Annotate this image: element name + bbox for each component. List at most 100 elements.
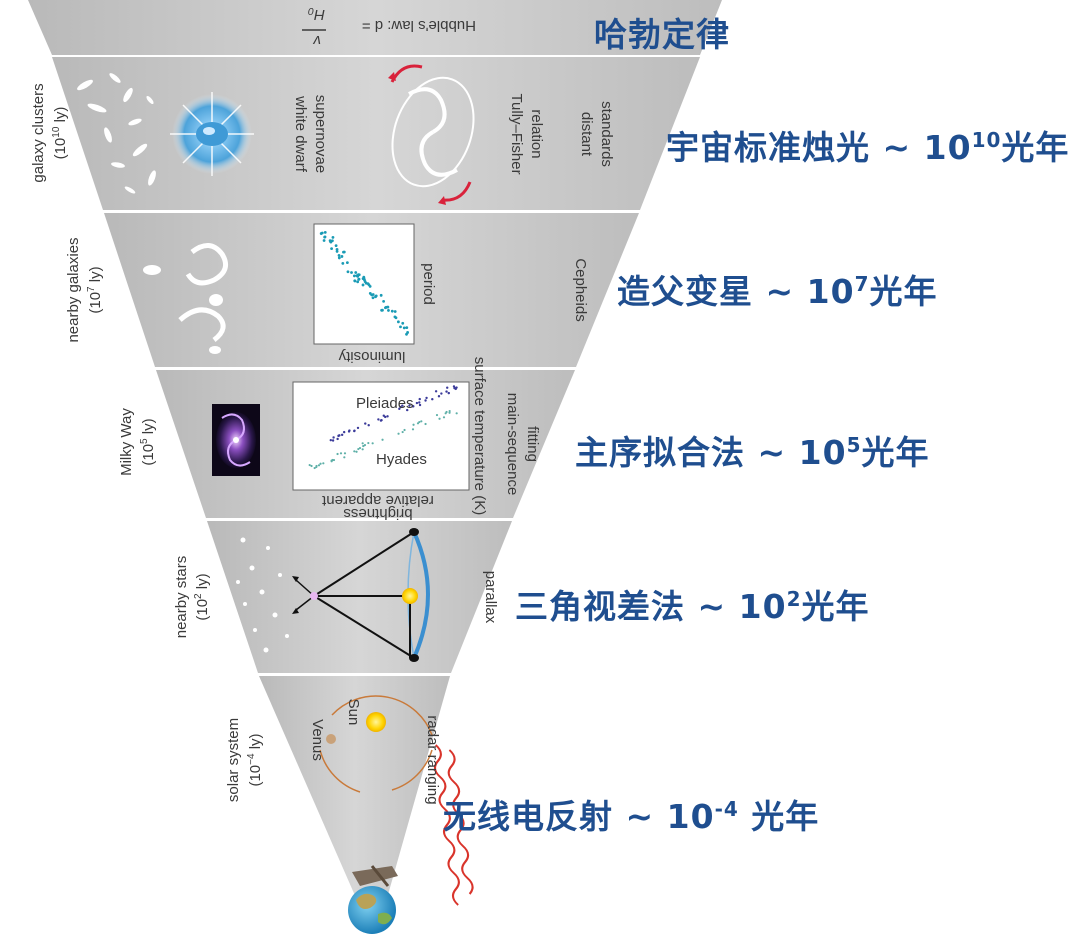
cepheid-data-points xyxy=(319,230,410,336)
cepheid-point xyxy=(401,321,405,325)
cepheid-point xyxy=(335,250,339,253)
cepheid-point xyxy=(396,320,400,324)
caption-cepheids: 造父变星 ~ 107光年 xyxy=(617,272,938,311)
scale-label-galaxy-clusters: galaxy clusters xyxy=(30,83,47,182)
category-label-cepheids: Cepheids xyxy=(572,258,589,321)
milky-way-band: Milky Way (105 ly) Pleiades Hyades relat… xyxy=(118,357,541,522)
cepheid-point xyxy=(354,271,358,274)
cepheid-point xyxy=(340,255,344,258)
hyades-point xyxy=(322,462,325,465)
ms-xlabel-2: brightness xyxy=(343,505,412,522)
method-label-supernovae-1: white dwarf xyxy=(292,95,309,173)
distance-label-nearby-stars: (102 ly) xyxy=(193,573,211,620)
pleiades-data-points xyxy=(329,385,458,442)
pleiades-point xyxy=(356,426,360,430)
cepheid-point xyxy=(405,332,408,336)
hubble-law-denominator: H₀ xyxy=(308,6,325,23)
supernova-icon xyxy=(170,92,254,176)
pleiades-point xyxy=(398,407,401,411)
hyades-point xyxy=(330,459,333,462)
pleiades-point xyxy=(408,404,411,407)
cepheid-point xyxy=(381,308,384,312)
pleiades-point xyxy=(332,436,335,439)
pleiades-point xyxy=(415,401,419,405)
earth-icon xyxy=(348,886,396,934)
cepheid-point xyxy=(350,271,353,274)
cepheid-point xyxy=(331,235,335,239)
cepheid-point xyxy=(374,295,377,299)
pleiades-point xyxy=(364,422,367,425)
cepheid-point xyxy=(322,239,326,242)
category-label-distant-2: standards xyxy=(598,101,615,167)
cepheid-point xyxy=(402,326,406,330)
pleiades-point xyxy=(425,396,428,400)
hyades-point xyxy=(420,420,423,423)
hyades-point xyxy=(403,428,406,432)
hyades-point xyxy=(362,444,365,448)
scale-label-solar-system: solar system xyxy=(225,718,242,802)
pleiades-point xyxy=(337,434,340,438)
plot-annotation-pleiades: Pleiades xyxy=(356,395,414,412)
cepheid-point xyxy=(368,292,372,295)
cepheid-point xyxy=(366,282,370,286)
radar-wave xyxy=(434,744,460,906)
hyades-point xyxy=(424,422,427,426)
cepheid-point xyxy=(390,309,394,313)
distance-label-nearby-galaxies: (107 ly) xyxy=(86,266,104,313)
hyades-point xyxy=(367,441,370,445)
cepheid-point xyxy=(337,253,341,257)
hyades-point xyxy=(381,438,384,441)
pleiades-point xyxy=(412,405,415,408)
distance-label-solar-system: (10−4 ly) xyxy=(246,733,264,786)
hubble-law-label: Hubble's law: d = v H₀ xyxy=(302,6,476,49)
hubble-law-numerator: v xyxy=(312,32,321,49)
cepheid-point xyxy=(337,256,341,260)
hyades-point xyxy=(336,452,339,456)
galaxy-cluster-icon xyxy=(77,73,156,194)
hyades-point xyxy=(401,430,404,434)
pleiades-point xyxy=(446,386,449,389)
pleiades-point xyxy=(380,418,383,422)
hyades-point xyxy=(358,446,362,450)
cepheid-point xyxy=(330,247,333,251)
cepheid-point xyxy=(323,235,327,239)
hyades-point xyxy=(448,411,451,414)
cepheid-point xyxy=(341,262,345,265)
pleiades-point xyxy=(384,415,387,419)
band-solar-system xyxy=(259,676,450,930)
category-label-main-sequence-2: fitting xyxy=(524,426,541,462)
caption-main-sequence: 主序拟合法 ~ 105光年 xyxy=(575,433,930,472)
hyades-point xyxy=(416,422,420,425)
hyades-point xyxy=(371,442,374,445)
category-label-parallax: parallax xyxy=(482,571,499,624)
hyades-point xyxy=(343,456,346,459)
scale-label-nearby-stars: nearby stars xyxy=(173,556,190,639)
pleiades-point xyxy=(367,423,370,427)
pleiades-point xyxy=(418,403,422,407)
pleiades-point xyxy=(377,418,380,421)
caption-hubble-law: 哈勃定律 xyxy=(594,15,730,54)
hyades-point xyxy=(435,413,439,417)
cepheid-point xyxy=(334,244,338,248)
cepheid-point xyxy=(345,261,349,265)
cepheid-point xyxy=(352,274,356,278)
cepheid-point xyxy=(346,270,350,274)
cepheid-point xyxy=(371,296,375,300)
cepheid-point xyxy=(393,315,397,319)
cepheid-point xyxy=(382,299,386,303)
hyades-point xyxy=(361,448,364,451)
hyades-point xyxy=(448,409,451,413)
radar-dish-icon xyxy=(352,865,398,887)
cepheid-point xyxy=(342,250,346,254)
category-label-main-sequence-1: main-sequence xyxy=(504,393,521,496)
venus-label: Venus xyxy=(309,719,326,761)
nearby-galaxies-band: nearby galaxies (107 ly) luminosity peri… xyxy=(65,223,589,365)
hyades-point xyxy=(357,447,360,451)
cepheid-point xyxy=(319,232,323,235)
hyades-point xyxy=(343,452,347,455)
plot-annotation-hyades: Hyades xyxy=(376,451,427,468)
main-sequence-plot: Pleiades Hyades relative apparent bright… xyxy=(292,357,488,522)
caption-parallax: 三角视差法 ~ 102光年 xyxy=(515,587,870,626)
caption-radar-ranging: 无线电反射 ~ 10-4 光年 xyxy=(443,797,820,836)
